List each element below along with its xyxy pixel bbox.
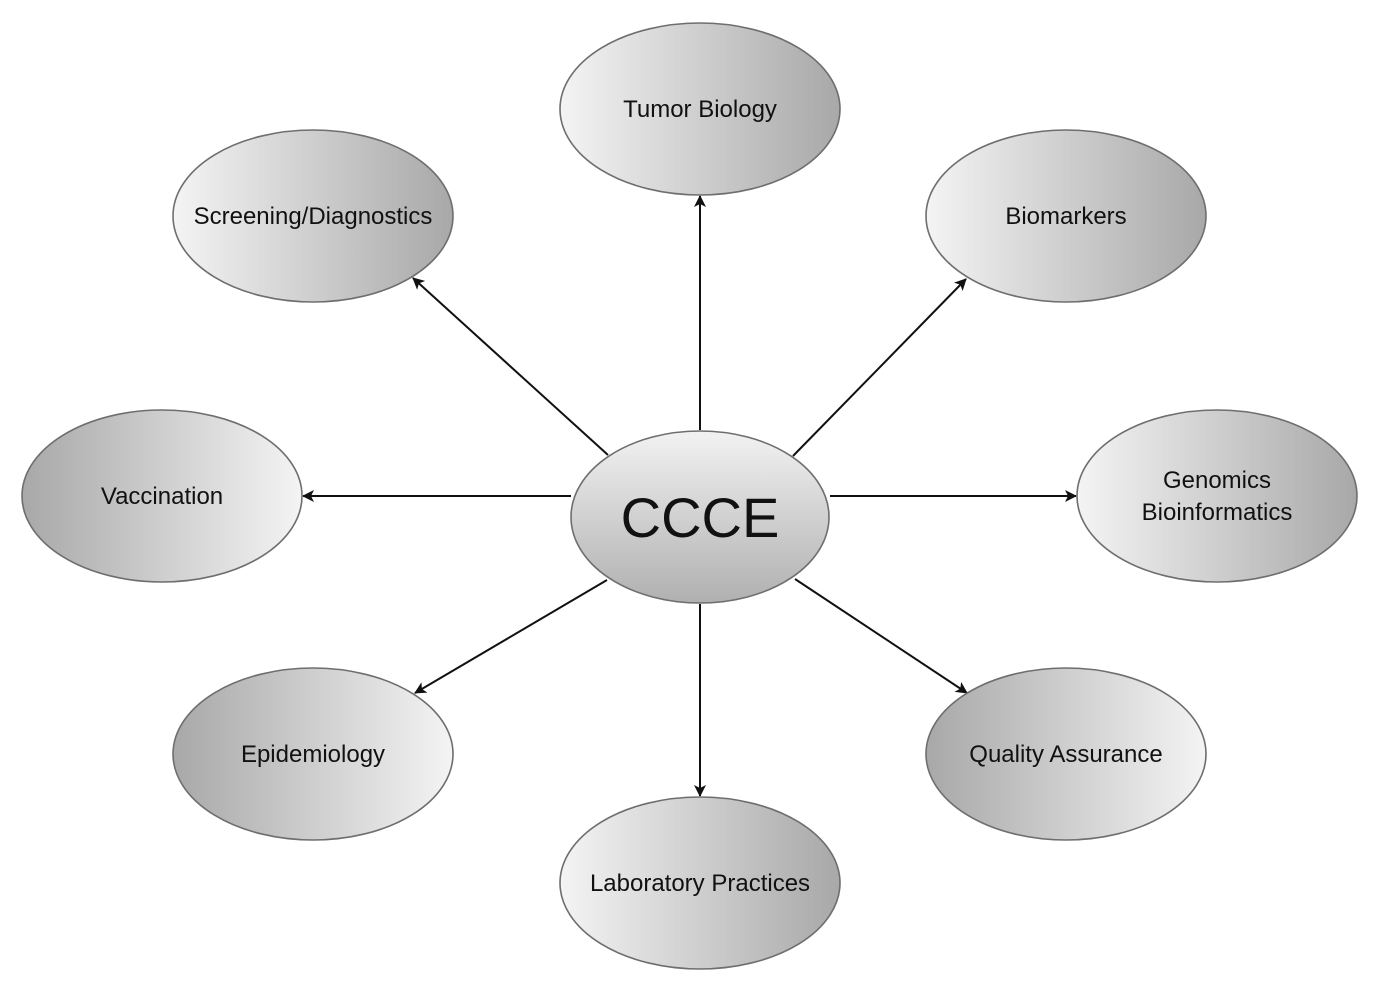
node-vaccination: Vaccination (21, 409, 303, 583)
nodes-layer: Tumor BiologyBiomarkersGenomicsBioinform… (21, 22, 1358, 970)
label-vaccination: Vaccination (101, 483, 223, 510)
node-tumor-biology: Tumor Biology (559, 22, 841, 196)
node-biomarkers: Biomarkers (925, 129, 1207, 303)
ellipse-genomics-bioinformatics (1076, 409, 1358, 583)
ellipse-biomarkers (925, 129, 1207, 303)
label-biomarkers: Biomarkers (1005, 203, 1126, 230)
ellipse-vaccination (21, 409, 303, 583)
label-screening-diagnostics: Screening/Diagnostics (194, 203, 433, 230)
node-epidemiology: Epidemiology (172, 667, 454, 841)
ellipse-screening-diagnostics (172, 129, 454, 303)
node-laboratory-practices: Laboratory Practices (559, 796, 841, 970)
ellipse-epidemiology (172, 667, 454, 841)
center-label: CCCE (621, 486, 780, 549)
arrow-to-quality-assurance (794, 578, 968, 694)
arrows-layer (302, 195, 1077, 797)
node-screening-diagnostics: Screening/Diagnostics (172, 129, 454, 303)
label-tumor-biology: Tumor Biology (623, 96, 777, 123)
ellipse-laboratory-practices (559, 796, 841, 970)
node-quality-assurance: Quality Assurance (925, 667, 1207, 841)
arrow-to-screening-diagnostics (412, 277, 609, 456)
arrow-to-biomarkers (792, 278, 967, 457)
ellipse-tumor-biology (559, 22, 841, 196)
label-genomics-bioinformatics-line-2: Bioinformatics (1142, 499, 1293, 526)
center-ellipse (570, 430, 830, 604)
label-laboratory-practices: Laboratory Practices (590, 870, 810, 897)
label-epidemiology: Epidemiology (241, 741, 385, 768)
arrow-to-epidemiology (414, 579, 608, 694)
center-node: CCCE (570, 430, 830, 604)
label-genomics-bioinformatics-line-1: Genomics (1163, 467, 1271, 494)
label-quality-assurance: Quality Assurance (969, 741, 1162, 768)
ellipse-quality-assurance (925, 667, 1207, 841)
